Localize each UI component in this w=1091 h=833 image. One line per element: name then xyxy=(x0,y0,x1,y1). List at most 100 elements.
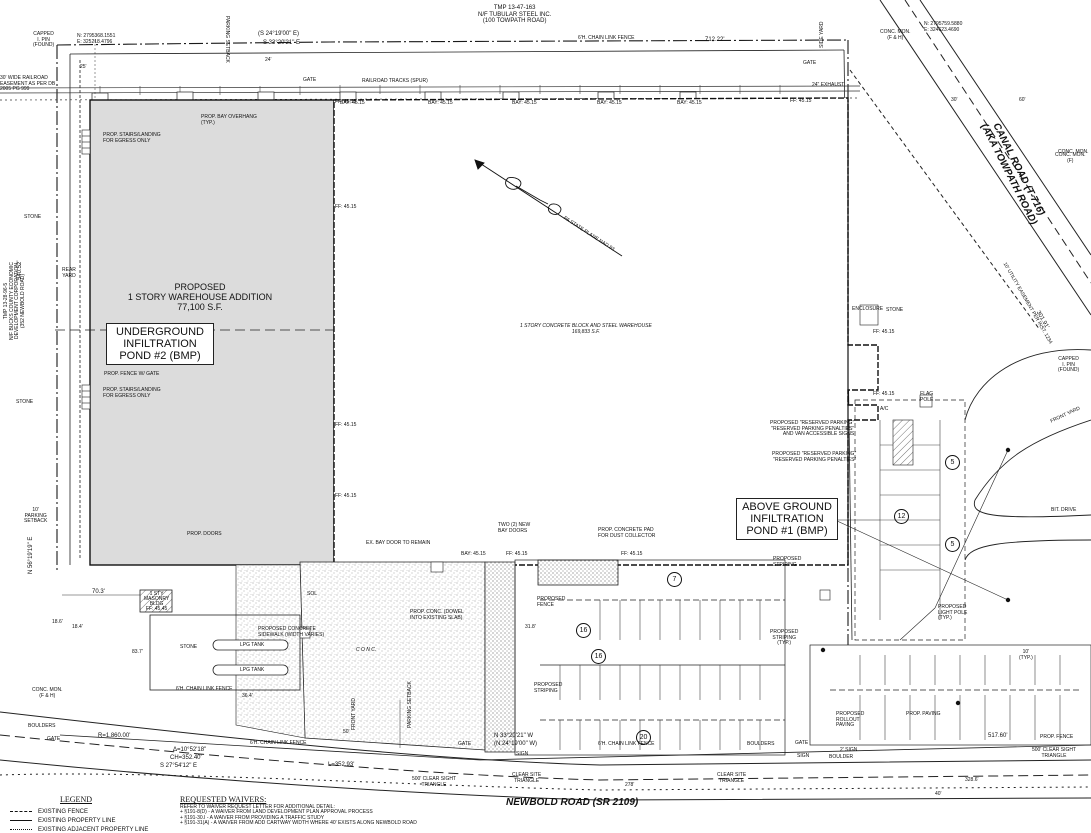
stone-label-3: STONE xyxy=(180,644,198,650)
dist-70: 70.3' xyxy=(92,589,105,595)
dim-328: 328.6' xyxy=(965,777,979,783)
chain-fence-bottom2-label: 6'H. CHAIN LINK FENCE xyxy=(598,741,655,747)
bay-overhang-label: PROP. BAY OVERHANG(TYP.) xyxy=(201,114,257,126)
dock-boxes xyxy=(91,91,697,102)
west-sidewalk xyxy=(235,564,306,739)
waiver-line: + §191-30.I - A WAIVER FROM PROVIDING A … xyxy=(180,814,325,821)
curve-r: R=1,860.00' xyxy=(98,733,131,739)
canal-road xyxy=(849,0,1091,331)
parking-stall-lines xyxy=(559,600,761,750)
dim-30: 30' xyxy=(951,97,958,103)
gate-label-2: GATE xyxy=(47,736,61,742)
lpg-enclosure xyxy=(149,614,301,691)
dim-10-typ: 10'(TYP.) xyxy=(1019,649,1033,661)
misc-boxes xyxy=(299,304,933,639)
ac-label: A/C xyxy=(880,406,889,412)
curve-ch: CH=352.40' xyxy=(170,755,202,761)
bay-label: BAY: 45.15 xyxy=(428,100,453,106)
chain-fence-bottom-label: 6'H. CHAIN LINK FENCE xyxy=(250,740,307,746)
newbold-road-label: NEWBOLD ROAD (SR 2109) xyxy=(506,797,639,808)
conc-mon-ne: CONC. MON.(F & H) xyxy=(880,29,911,41)
dim-31: 31.8' xyxy=(525,624,536,630)
waiver-line: + §191-8(D) - A WAIVER FROM LAND DEVELOP… xyxy=(180,809,373,816)
enclosure-label: ENCLOSURE xyxy=(852,306,884,312)
bearing-top-2: S 33°20'21" E xyxy=(263,40,301,46)
conc-mon-sw: CONC. MON.(F & H) xyxy=(32,687,63,699)
fence-gate-label: PROP. FENCE W/ GATE xyxy=(104,371,160,377)
sol-label: SOL xyxy=(307,591,318,597)
ff-label: FF: 45.15 xyxy=(335,493,357,499)
reserved-signs-2: PROPOSED "RESERVED PARKING""RESERVED PAR… xyxy=(772,451,857,463)
legend-row: EXISTING FENCE xyxy=(10,809,88,815)
side-yard: SIDE YARD xyxy=(819,21,825,48)
conc-mon-e: CONC. MON.(F) xyxy=(1055,152,1086,164)
dist-18: 18.6' xyxy=(52,619,63,625)
dim-83: 83.7' xyxy=(132,649,143,655)
curve-brg: S 27°54'12" E xyxy=(160,763,198,769)
proposed-concrete-dowel xyxy=(484,561,516,753)
dim-40: 40' xyxy=(935,791,942,797)
dim-60: 60' xyxy=(1019,97,1026,103)
gate-label-4: GATE xyxy=(795,740,809,746)
bearing-bottom-dist: 517.60' xyxy=(988,733,1008,739)
sign-label-3: 2' SIGN xyxy=(840,747,858,753)
dim-25: 25' xyxy=(80,64,87,70)
exhaust-label: 24" EXHAUST xyxy=(812,82,845,88)
requested-waivers: REQUESTED WAIVERS: REFER TO WAIVER REQUE… xyxy=(180,795,480,827)
dust-collector-pad xyxy=(537,559,619,586)
boulders-label-2: BOULDERS xyxy=(747,741,775,747)
ff-label: FF: 45.15 xyxy=(335,99,357,105)
parking-setback-bottom: PARKING SETBACK xyxy=(407,681,413,728)
conc-mon-nf: CONC. MON. xyxy=(1058,149,1089,155)
ff-label: FF: 45.15 xyxy=(506,551,528,557)
accessible-aisle xyxy=(892,419,914,466)
curve-delta: Δ=10°52'18" xyxy=(173,747,207,753)
parking-count-circle: 16 xyxy=(576,623,591,638)
parking-count-circle: 20 xyxy=(636,730,651,745)
sign-label-1: SIGN xyxy=(516,751,529,757)
dim-36: 36.4' xyxy=(242,693,253,699)
parking-count-circle: 16 xyxy=(591,649,606,664)
dim-18b: 18.4' xyxy=(72,624,83,630)
bearing-top-1: (S 24°19'00" E) xyxy=(258,31,300,37)
waiver-line: REFER TO WAIVER REQUEST LETTER FOR ADDIT… xyxy=(180,803,335,810)
newbold-road xyxy=(0,711,1091,801)
parking-count-circle: 12 xyxy=(894,509,909,524)
existing-warehouse-label: 1 STORY CONCRETE BLOCK AND STEEL WAREHOU… xyxy=(520,323,652,335)
bearing-bottom-1: N 33°20'21" W xyxy=(494,733,534,739)
railroad-tracks-label: RAILROAD TRACKS (SPUR) xyxy=(362,78,428,84)
chain-fence-sw-label: 6'H. CHAIN LINK FENCE xyxy=(176,686,233,692)
sign-label-2: SIGN xyxy=(797,753,810,759)
dimension-lines xyxy=(62,40,401,748)
lpg-tanks xyxy=(212,639,289,676)
gate-label-1: GATE xyxy=(303,77,317,83)
east-stall-lines xyxy=(859,420,1061,740)
ff-label: FF: 45.15 xyxy=(790,98,812,104)
prop-doors-label: PROP. DOORS xyxy=(187,531,222,537)
bearing-left: N 56°19'19" E xyxy=(28,536,34,574)
prop-fence-e-label: PROP. FENCE xyxy=(1040,734,1074,740)
light-pole-leaders xyxy=(834,449,1009,641)
driveway-curves xyxy=(964,349,1091,561)
